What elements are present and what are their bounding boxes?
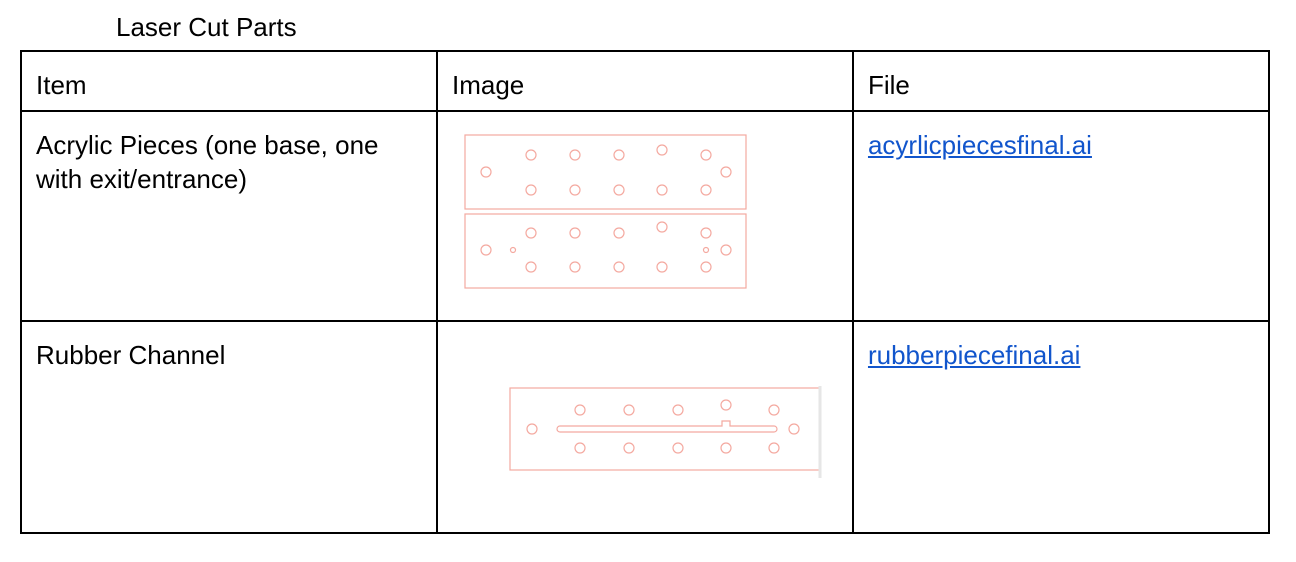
header-image: Image <box>435 50 854 112</box>
table-row: Rubber Channel rubberpiecefinal.ai <box>20 320 1271 534</box>
acrylic-file-link[interactable]: acyrlicpiecesfinal.ai <box>867 130 1092 160</box>
rubber-channel-drawing <box>509 386 822 478</box>
table-header-row: Item Image File <box>20 50 1271 112</box>
acrylic-pieces-drawing <box>464 134 747 289</box>
file-cell: rubberpiecefinal.ai <box>851 320 1271 534</box>
header-file: File <box>851 50 1271 112</box>
parts-table: Item Image File Acrylic Pieces (one base… <box>20 50 1271 534</box>
table-row: Acrylic Pieces (one base, one with exit/… <box>20 110 1271 322</box>
image-cell <box>435 110 854 322</box>
item-cell: Rubber Channel <box>20 320 438 534</box>
image-cell <box>435 320 854 534</box>
file-cell: acyrlicpiecesfinal.ai <box>851 110 1271 322</box>
item-cell: Acrylic Pieces (one base, one with exit/… <box>20 110 438 322</box>
page-title: Laser Cut Parts <box>116 12 297 42</box>
header-item: Item <box>20 50 438 112</box>
rubber-file-link[interactable]: rubberpiecefinal.ai <box>867 340 1081 370</box>
